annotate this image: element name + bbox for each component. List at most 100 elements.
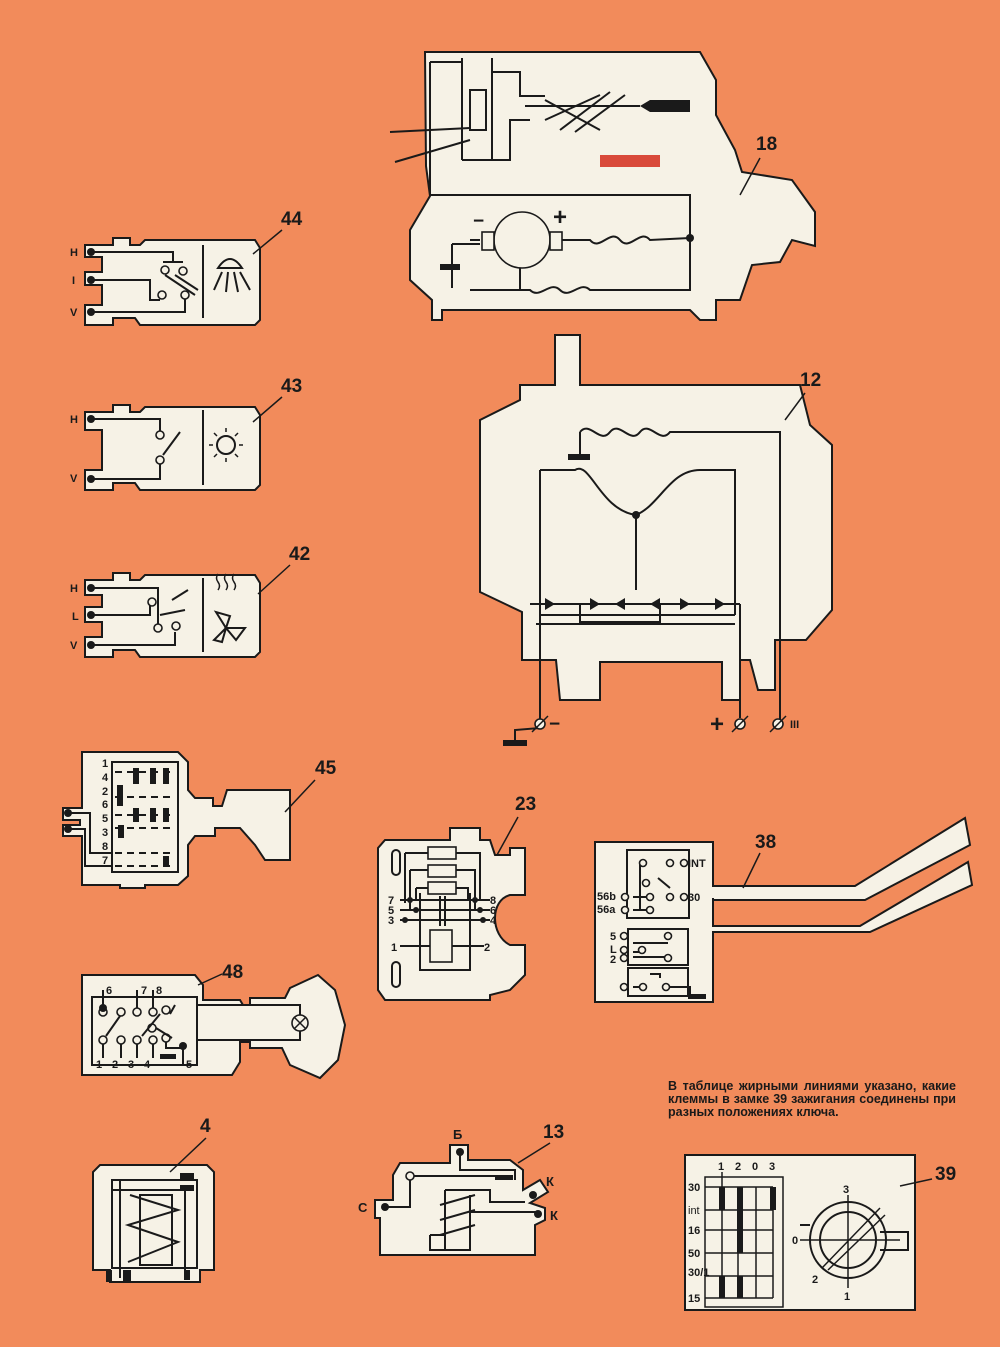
component-43-switch: H V 43 — [70, 376, 302, 491]
ground-icon — [440, 264, 460, 270]
label-23: 23 — [515, 794, 536, 815]
svg-text:4: 4 — [144, 1059, 151, 1071]
plus-terminal-label: + — [710, 711, 724, 738]
ground-icon — [160, 1054, 176, 1059]
fan-heater-icon — [212, 573, 247, 644]
label-38: 38 — [755, 832, 776, 853]
svg-text:5: 5 — [102, 813, 108, 825]
svg-text:15: 15 — [688, 1293, 700, 1305]
svg-text:1: 1 — [102, 758, 108, 770]
svg-text:3: 3 — [843, 1184, 849, 1196]
label-42: 42 — [289, 544, 310, 565]
svg-text:INT: INT — [688, 858, 706, 870]
svg-text:0: 0 — [752, 1161, 758, 1173]
svg-text:7: 7 — [102, 855, 108, 867]
component-23-relay: 7 5 3 1 8 6 4 2 23 — [377, 794, 536, 1001]
label-48: 48 — [222, 962, 243, 983]
svg-text:7: 7 — [141, 985, 147, 997]
terminal-h-label: H — [70, 583, 78, 595]
svg-text:1: 1 — [718, 1161, 724, 1173]
terminal-h-label: H — [70, 414, 78, 426]
svg-text:8: 8 — [490, 895, 496, 907]
svg-text:56b: 56b — [597, 891, 616, 903]
svg-text:56a: 56a — [597, 904, 616, 916]
ground-icon — [568, 454, 590, 460]
component-44-light-switch: H I V 44 — [70, 209, 303, 326]
svg-text:2: 2 — [102, 786, 108, 798]
component-18-starter: − + 18 — [389, 51, 816, 321]
component-38-stalk-switch: INT 56b 56a 30 5 L 2 38 — [594, 816, 974, 1003]
component-48-switch: 6 7 8 1 2 3 4 5 48 — [81, 962, 347, 1080]
svg-text:2: 2 — [735, 1161, 741, 1173]
connection-table: 1 2 0 3 30 int 16 50 30/1 15 — [688, 1161, 776, 1305]
label-18: 18 — [756, 134, 777, 155]
svg-text:К: К — [546, 1174, 554, 1189]
svg-text:3: 3 — [128, 1059, 134, 1071]
component-13-relay: Б С К К 13 — [358, 1122, 564, 1256]
svg-text:7: 7 — [388, 895, 394, 907]
svg-text:6: 6 — [490, 905, 496, 917]
minus-terminal-label: − — [549, 714, 560, 735]
sun-icon — [209, 428, 243, 462]
svg-text:5: 5 — [186, 1059, 192, 1071]
label-4: 4 — [200, 1116, 211, 1137]
svg-text:К: К — [550, 1208, 558, 1223]
svg-text:8: 8 — [102, 841, 108, 853]
label-43: 43 — [281, 376, 302, 397]
svg-text:50: 50 — [688, 1248, 700, 1260]
terminal-v-label: V — [70, 307, 78, 319]
svg-text:int: int — [688, 1205, 700, 1217]
terminal-l-label: L — [72, 611, 79, 623]
ground-icon — [688, 994, 706, 999]
label-39: 39 — [935, 1164, 956, 1185]
svg-text:L: L — [610, 944, 617, 956]
minus-label: − — [473, 211, 484, 232]
ground-icon — [503, 740, 527, 746]
component-4-relay: 4 — [92, 1116, 215, 1283]
svg-text:3: 3 — [769, 1161, 775, 1173]
svg-text:4: 4 — [102, 772, 109, 784]
svg-text:2: 2 — [484, 942, 490, 954]
diode-bridge — [545, 598, 725, 610]
label-13: 13 — [543, 1122, 564, 1143]
svg-text:4: 4 — [490, 915, 497, 927]
plus-label: + — [553, 204, 567, 231]
component-42-heater-switch: H L V 42 — [70, 544, 310, 658]
table-note: В таблице жирными линиями указано, какие… — [668, 1079, 956, 1119]
terminal-labels: 1 4 2 6 5 3 8 7 — [102, 758, 109, 867]
lamp-icon — [213, 258, 251, 293]
component-12-alternator: − + III 12 — [479, 334, 833, 746]
component-39-ignition-switch: 1 2 0 3 30 int 16 50 30/1 15 3 0 2 1 39 — [684, 1154, 956, 1311]
svg-text:2: 2 — [812, 1274, 818, 1286]
svg-text:6: 6 — [102, 799, 108, 811]
svg-text:С: С — [358, 1200, 368, 1215]
svg-text:1: 1 — [96, 1059, 102, 1071]
label-44: 44 — [281, 209, 303, 230]
svg-text:6: 6 — [106, 985, 112, 997]
svg-text:1: 1 — [391, 942, 397, 954]
svg-text:0: 0 — [792, 1235, 798, 1247]
svg-text:16: 16 — [688, 1225, 700, 1237]
svg-text:8: 8 — [156, 985, 162, 997]
svg-text:2: 2 — [610, 954, 616, 966]
svg-text:3: 3 — [102, 827, 108, 839]
svg-text:30: 30 — [688, 892, 700, 904]
svg-text:3: 3 — [388, 915, 394, 927]
svg-text:Б: Б — [453, 1127, 462, 1142]
label-45: 45 — [315, 758, 337, 779]
svg-text:1: 1 — [844, 1291, 850, 1303]
terminal-v-label: V — [70, 473, 78, 485]
svg-text:2: 2 — [112, 1059, 118, 1071]
arrow-icon — [640, 100, 690, 112]
svg-text:5: 5 — [610, 931, 616, 943]
label-12: 12 — [800, 370, 821, 391]
svg-text:30/1: 30/1 — [688, 1267, 709, 1279]
terminal-h-label: H — [70, 247, 78, 259]
svg-text:30: 30 — [688, 1182, 700, 1194]
key-dial: 3 0 2 1 — [792, 1184, 909, 1303]
terminal-iii-label: III — [790, 719, 799, 731]
terminal-v-label: V — [70, 640, 78, 652]
svg-text:5: 5 — [388, 905, 394, 917]
terminal-i-label: I — [72, 275, 75, 287]
